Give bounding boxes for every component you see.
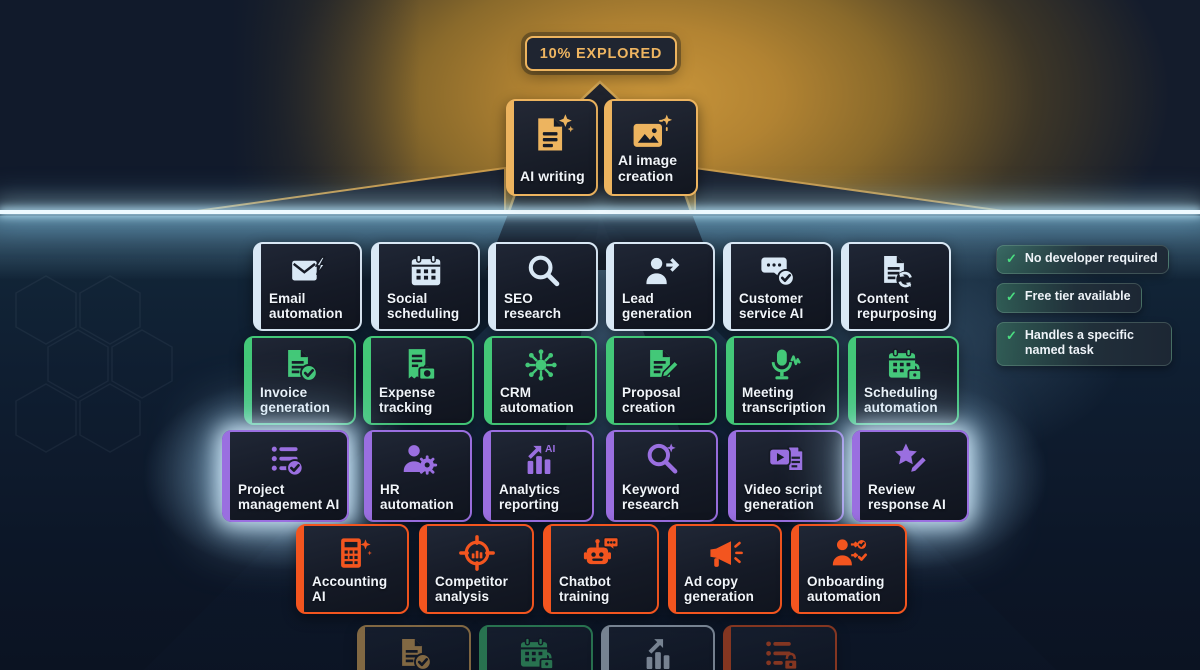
card-label: Customer service AI — [739, 290, 804, 321]
card-hidden-2 — [479, 625, 593, 670]
card-label: CRM automation — [500, 384, 574, 415]
card-hr-automation: HR automation — [364, 430, 472, 522]
card-label: Onboarding automation — [807, 573, 885, 604]
legend-pill-free-tier: ✓ Free tier available — [996, 283, 1142, 313]
email-lightning-icon — [287, 252, 329, 290]
card-label: Proposal creation — [622, 384, 681, 415]
card-ai-writing: AI writing — [506, 99, 598, 196]
chart-arrow-icon — [637, 635, 679, 670]
star-pencil-icon — [890, 440, 932, 478]
card-label: Meeting transcription — [742, 384, 826, 415]
card-label: Keyword research — [622, 481, 680, 512]
card-hidden-4 — [723, 625, 837, 670]
card-label: Email automation — [269, 290, 343, 321]
glowing-waterline — [0, 210, 1200, 214]
calendar-lock-icon — [515, 635, 557, 670]
magnifier-sparkle-icon — [641, 440, 683, 478]
card-label: Chatbot training — [559, 573, 611, 604]
card-label: Video script generation — [744, 481, 823, 512]
card-hidden-3 — [601, 625, 715, 670]
card-crm-automation: CRM automation — [484, 336, 597, 425]
card-seo-research: SEO research — [488, 242, 598, 331]
calendar-icon — [405, 252, 447, 290]
card-label: Scheduling automation — [864, 384, 938, 415]
person-arrow-icon — [640, 252, 682, 290]
image-sparkle-icon — [627, 112, 675, 156]
card-label: Social scheduling — [387, 290, 460, 321]
card-label: Content repurposing — [857, 290, 937, 321]
card-label: Ad copy generation — [684, 573, 755, 604]
robot-chat-icon — [580, 534, 622, 572]
card-ad-copy-generation: Ad copy generation — [668, 524, 782, 614]
card-label: Competitor analysis — [435, 573, 508, 604]
card-label: Accounting AI — [312, 573, 388, 604]
list-check-icon — [265, 440, 307, 478]
hexagon-pattern — [15, 275, 173, 453]
legend-label: No developer required — [1024, 251, 1158, 265]
card-invoice-generation: Invoice generation — [244, 336, 356, 425]
card-expense-tracking: Expense tracking — [363, 336, 474, 425]
card-project-management-ai: Project management AI — [222, 430, 349, 522]
card-onboarding-automation: Onboarding automation — [791, 524, 907, 614]
card-label: Review response AI — [868, 481, 946, 512]
chat-check-icon — [757, 252, 799, 290]
card-label: HR automation — [380, 481, 454, 512]
svg-text:AI: AI — [545, 444, 555, 455]
document-refresh-icon — [875, 252, 917, 290]
document-check-icon — [393, 635, 435, 670]
network-hub-icon — [520, 346, 562, 384]
card-keyword-research: Keyword research — [606, 430, 718, 522]
list-lock-icon — [759, 635, 801, 670]
card-ai-image-creation: AI image creation — [604, 99, 698, 196]
calendar-lock-icon — [883, 346, 925, 384]
card-scheduling-automation: Scheduling automation — [848, 336, 959, 425]
video-document-icon — [765, 440, 807, 478]
person-checklist-icon — [828, 534, 870, 572]
magnifier-icon — [522, 252, 564, 290]
card-chatbot-training: Chatbot training — [543, 524, 659, 614]
legend: ✓ No developer required ✓ Free tier avai… — [996, 245, 1172, 366]
sky-dark-left-overlay — [0, 0, 420, 214]
card-social-scheduling: Social scheduling — [371, 242, 480, 331]
person-gear-icon — [397, 440, 439, 478]
receipt-camera-icon — [398, 346, 440, 384]
card-label: Analytics reporting — [499, 481, 560, 512]
explored-badge: 10% EXPLORED — [525, 36, 677, 71]
card-label: Lead generation — [622, 290, 693, 321]
megaphone-icon — [704, 534, 746, 572]
card-lead-generation: Lead generation — [606, 242, 715, 331]
document-pencil-icon — [641, 346, 683, 384]
card-hidden-1 — [357, 625, 471, 670]
legend-pill-specific-task: ✓ Handles a specific named task — [996, 321, 1172, 366]
card-email-automation: Email automation — [253, 242, 362, 331]
calculator-sparkle-icon — [332, 534, 374, 572]
microphone-wave-icon — [762, 346, 804, 384]
target-chart-icon — [456, 534, 498, 572]
card-content-repurposing: Content repurposing — [841, 242, 951, 331]
document-sparkle-icon — [528, 112, 576, 156]
card-label: Project management AI — [238, 481, 340, 512]
card-accounting-ai: Accounting AI — [296, 524, 409, 614]
card-label: Invoice generation — [260, 384, 331, 415]
card-label: AI writing — [520, 168, 585, 185]
check-icon: ✓ — [1006, 289, 1017, 305]
pyramid-apex-shape — [174, 80, 1026, 214]
legend-pill-no-developer: ✓ No developer required — [996, 245, 1169, 275]
card-proposal-creation: Proposal creation — [606, 336, 717, 425]
legend-label: Free tier available — [1024, 289, 1131, 304]
card-meeting-transcription: Meeting transcription — [726, 336, 839, 425]
check-icon: ✓ — [1006, 251, 1017, 266]
card-analytics-reporting: AI Analytics reporting — [483, 430, 594, 522]
card-competitor-analysis: Competitor analysis — [419, 524, 534, 614]
chart-ai-icon: AI — [518, 440, 560, 478]
card-label: AI image creation — [618, 152, 678, 185]
document-check-icon — [279, 346, 321, 384]
card-label: SEO research — [504, 290, 562, 321]
legend-label: Handles a specific named task — [1024, 327, 1134, 358]
check-icon: ✓ — [1006, 327, 1017, 343]
card-label: Expense tracking — [379, 384, 436, 415]
card-video-script-generation: Video script generation — [728, 430, 844, 522]
card-review-response-ai: Review response AI — [852, 430, 969, 522]
card-customer-service-ai: Customer service AI — [723, 242, 833, 331]
